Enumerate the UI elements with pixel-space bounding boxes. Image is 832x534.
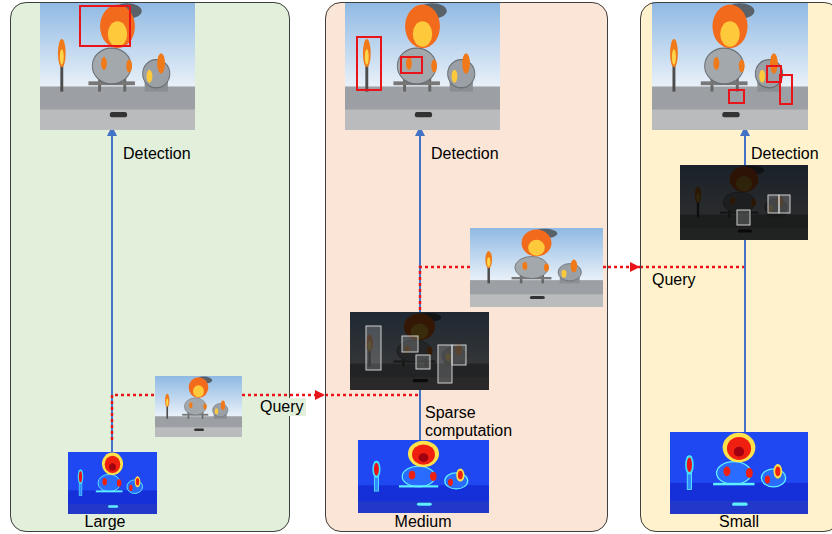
detection-box <box>357 37 381 90</box>
query-thumbnail <box>470 228 603 307</box>
sparse-mask <box>350 312 489 390</box>
detection-box <box>401 57 422 73</box>
stage-panel: DetectionSmall <box>640 2 832 532</box>
query-thumbnail <box>155 376 242 437</box>
stage-title: Detection <box>431 145 499 163</box>
stage-title: Detection <box>751 145 819 163</box>
flow-line <box>111 136 113 452</box>
medium-images <box>345 2 603 513</box>
stage-panel: DetectionLarge <box>10 2 290 532</box>
sparse-region <box>737 210 750 225</box>
sparse-region <box>366 326 381 370</box>
scale-label: Medium <box>395 513 452 531</box>
detection-image <box>40 2 195 130</box>
sparse-region <box>452 345 466 365</box>
sparse-regions <box>366 326 466 383</box>
flow-line <box>419 136 421 440</box>
sparse-region <box>402 336 418 352</box>
feature-heatmap <box>670 432 808 514</box>
stage-title: Detection <box>123 145 191 163</box>
sparse-region <box>768 195 779 213</box>
sparse-region <box>779 195 790 213</box>
scale-label: Large <box>85 513 126 531</box>
detection-box <box>767 66 781 82</box>
query-connector <box>290 394 325 397</box>
query-segment <box>242 394 290 397</box>
large-images <box>40 2 242 514</box>
panel-ground <box>640 2 832 532</box>
query-segment <box>640 266 744 269</box>
edge-label: Query <box>650 271 698 289</box>
flow-lines <box>112 136 745 452</box>
query-segment <box>112 395 155 440</box>
small-images <box>652 2 808 514</box>
query-connector <box>608 266 640 269</box>
detection-box <box>780 75 792 104</box>
feature-heatmap <box>358 440 489 513</box>
step-label: Sparse computation <box>425 404 525 440</box>
sparse-regions <box>737 195 790 225</box>
detection-image <box>652 2 808 130</box>
sparse-region <box>416 355 430 369</box>
panel-grounds <box>10 2 832 532</box>
query-segments <box>112 267 744 440</box>
query-segment <box>325 394 419 397</box>
panel-ground <box>325 2 608 532</box>
detection-image <box>345 2 500 130</box>
stage-panel: DetectionSparse computationMedium <box>325 2 608 532</box>
panel-ground <box>10 2 290 532</box>
sparse-image <box>350 312 489 390</box>
feature-heatmap <box>68 452 157 514</box>
sparse-mask <box>680 165 808 240</box>
query-segment <box>420 267 470 310</box>
sparse-image <box>680 165 808 240</box>
scale-label: Small <box>719 513 759 531</box>
sparse-region <box>438 345 452 383</box>
detection-box <box>729 90 744 103</box>
detection-box <box>80 6 130 46</box>
edge-label: Query <box>258 398 306 416</box>
